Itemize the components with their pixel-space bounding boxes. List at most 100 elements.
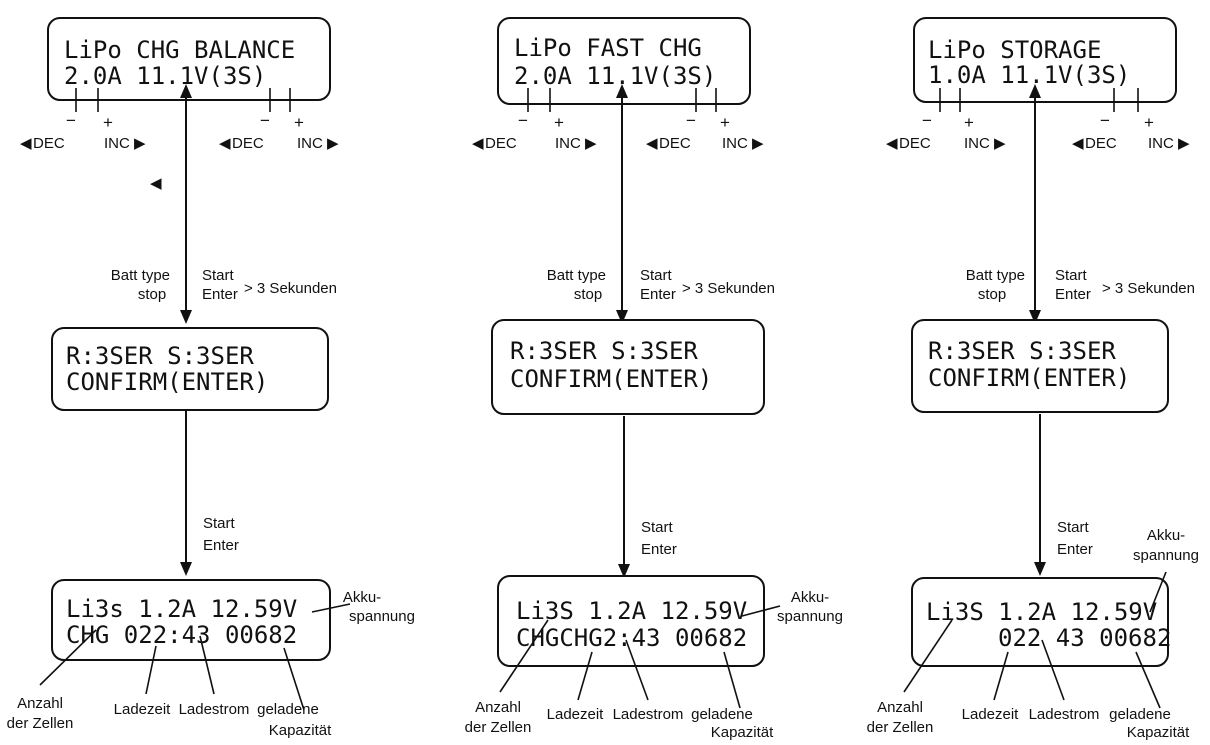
dec-label: DEC <box>232 135 264 152</box>
lcd-line-2: CHG 022:43 00682 <box>66 621 297 649</box>
minus-sign: − <box>1100 111 1110 130</box>
lcd-line-2: 022 43 00682 <box>998 624 1171 652</box>
inc-label: INC <box>297 135 323 152</box>
plus-sign: + <box>294 113 304 132</box>
zellen-label: der Zellen <box>867 719 934 736</box>
spannung-label: spannung <box>1133 547 1199 564</box>
dec-label: DEC <box>659 135 691 152</box>
start-label: Start <box>1057 519 1090 536</box>
akku-label: Akku- <box>1147 527 1185 544</box>
lcd-line-2: CONFIRM(ENTER) <box>928 364 1130 392</box>
minus-sign: − <box>922 111 932 130</box>
lcd-screen-3 <box>51 579 331 661</box>
column-storage: LiPo STORAGE 1.0A 11.1V(3S) − + − + ◀ DE… <box>867 17 1199 741</box>
enter-label: Enter <box>640 286 676 303</box>
lcd-screen-2 <box>51 327 329 411</box>
lcd-screen-1 <box>913 17 1177 103</box>
geladene-label: geladene <box>1109 706 1171 723</box>
enter-label: Enter <box>1055 286 1091 303</box>
inc-label: INC <box>1148 135 1174 152</box>
arrow-down-icon <box>1029 310 1041 324</box>
spannung-label: spannung <box>777 608 843 625</box>
left-triangle-icon: ◀ <box>219 135 231 152</box>
kapazitaet-label: Kapazität <box>711 724 774 741</box>
lcd-screen-3 <box>911 577 1169 667</box>
lcd-line-2: 2.0A 11.1V(3S) <box>514 62 716 90</box>
right-triangle-icon: ▶ <box>585 135 597 152</box>
right-triangle-icon: ▶ <box>134 135 146 152</box>
lcd-screen-2 <box>911 319 1169 413</box>
minus-sign: − <box>518 111 528 130</box>
start-label: Start <box>202 267 235 284</box>
anzahl-label: Anzahl <box>17 695 63 712</box>
lcd-line-2: CHGCHG2:43 00682 <box>516 624 747 652</box>
ladezeit-label: Ladezeit <box>962 706 1020 723</box>
lcd-line-2: CONFIRM(ENTER) <box>66 368 268 396</box>
enter-label: Enter <box>202 286 238 303</box>
arrow-up-icon <box>180 84 192 98</box>
dec-label: DEC <box>33 135 65 152</box>
lcd-screen-3 <box>497 575 765 667</box>
ladestrom-label: Ladestrom <box>179 701 250 718</box>
lcd-line-1: Li3S 1.2A 12.59V <box>926 598 1157 626</box>
arrow-down-icon <box>180 562 192 576</box>
start-label: Start <box>1055 267 1088 284</box>
column-balance: LiPo CHG BALANCE 2.0A 11.1V(3S) − + − + … <box>7 17 415 739</box>
akku-label: Akku- <box>791 589 829 606</box>
zellen-label: der Zellen <box>7 715 74 732</box>
anzahl-label: Anzahl <box>475 699 521 716</box>
stop-label: stop <box>138 286 166 303</box>
lcd-line-1: LiPo CHG BALANCE <box>64 36 295 64</box>
geladene-label: geladene <box>691 706 753 723</box>
right-triangle-icon: ▶ <box>327 135 339 152</box>
lcd-line-1: R:3SER S:3SER <box>66 342 254 370</box>
right-triangle-icon: ▶ <box>752 135 764 152</box>
plus-sign: + <box>720 113 730 132</box>
lcd-line-2: 2.0A 11.1V(3S) <box>64 62 266 90</box>
stop-label: stop <box>574 286 602 303</box>
seconds-label: > 3 Sekunden <box>682 280 775 297</box>
enter-label: Enter <box>203 537 239 554</box>
left-triangle-icon: ◀ <box>886 135 898 152</box>
inc-label: INC <box>104 135 130 152</box>
plus-sign: + <box>554 113 564 132</box>
start-label: Start <box>641 519 674 536</box>
lcd-line-1: R:3SER S:3SER <box>928 337 1116 365</box>
batt-type-label: Batt type <box>111 267 170 284</box>
column-fast-charge: LiPo FAST CHG 2.0A 11.1V(3S) − + − + ◀ D… <box>465 17 843 741</box>
right-triangle-icon: ▶ <box>1178 135 1190 152</box>
lcd-line-1: R:3SER S:3SER <box>510 337 698 365</box>
enter-label: Enter <box>641 541 677 558</box>
arrow-up-icon <box>616 84 628 98</box>
dec-label: DEC <box>485 135 517 152</box>
left-triangle-icon: ◀ <box>1072 135 1084 152</box>
stop-label: stop <box>978 286 1006 303</box>
arrow-down-icon <box>1034 562 1046 576</box>
left-triangle-icon: ◀ <box>646 135 658 152</box>
start-label: Start <box>640 267 673 284</box>
seconds-label: > 3 Sekunden <box>1102 280 1195 297</box>
lcd-line-1: LiPo FAST CHG <box>514 34 702 62</box>
zellen-label: der Zellen <box>465 719 532 736</box>
plus-sign: + <box>103 113 113 132</box>
plus-sign: + <box>964 113 974 132</box>
right-triangle-icon: ▶ <box>994 135 1006 152</box>
arrow-down-icon <box>616 310 628 324</box>
plus-sign: + <box>1144 113 1154 132</box>
arrow-down-icon <box>180 310 192 324</box>
batt-type-label: Batt type <box>966 267 1025 284</box>
lcd-line-1: Li3S 1.2A 12.59V <box>516 597 747 625</box>
dec-label: DEC <box>899 135 931 152</box>
seconds-label: > 3 Sekunden <box>244 280 337 297</box>
start-label: Start <box>203 515 236 532</box>
ladezeit-label: Ladezeit <box>114 701 172 718</box>
lcd-line-2: 1.0A 11.1V(3S) <box>928 61 1130 89</box>
lcd-screen-1 <box>47 17 331 101</box>
inc-label: INC <box>722 135 748 152</box>
lcd-screen-2 <box>491 319 765 415</box>
batt-type-label: Batt type <box>547 267 606 284</box>
dec-label: DEC <box>1085 135 1117 152</box>
lcd-line-2: CONFIRM(ENTER) <box>510 365 712 393</box>
lcd-line-1: Li3s 1.2A 12.59V <box>66 595 297 623</box>
ladestrom-label: Ladestrom <box>613 706 684 723</box>
